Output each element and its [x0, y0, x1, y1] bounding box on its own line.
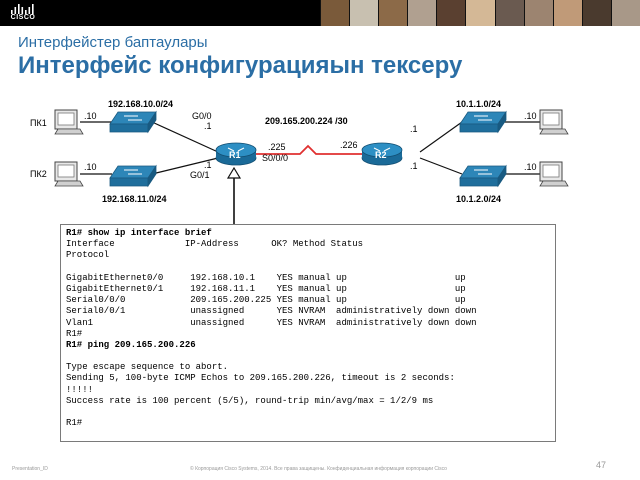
cli-terminal-output: R1# show ip interface brief Interface IP… [60, 224, 556, 442]
right-bottom-host-label: .10 [524, 162, 537, 172]
network-topology: ПК1 ПК2 192.168.10.0/24 192.168.11.0/24 … [30, 99, 569, 228]
header-banner: CISCO [0, 0, 640, 26]
slide-title: Интерфейс конфигурацияын тексеру [18, 52, 463, 79]
link-switch-r1-g00 [151, 121, 219, 153]
r1-wan-host-label: .225 [268, 142, 286, 152]
pc-icon[interactable] [54, 161, 84, 187]
terminal-line [66, 407, 550, 418]
net-wan-label: 209.165.200.224 /30 [265, 116, 348, 126]
g00-interface-label: G0/0 [192, 111, 212, 121]
g01-host-label: .1 [204, 160, 212, 170]
cisco-logo: CISCO [6, 3, 40, 23]
r2-bottom-host-label: .1 [410, 161, 418, 171]
header-photo-strip [320, 0, 640, 26]
pc-icon[interactable] [539, 109, 569, 135]
r2-wan-host-label: .226 [340, 140, 358, 150]
g01-interface-label: G0/1 [190, 170, 210, 180]
switch-icon[interactable] [459, 165, 507, 187]
terminal-line [66, 262, 550, 273]
cisco-bars-icon [11, 4, 34, 14]
footer-presentation-id: Presentation_ID [12, 466, 48, 472]
router1-label: R1 [229, 150, 241, 160]
switch-icon[interactable] [109, 165, 157, 187]
terminal-line: R1# show ip interface brief [66, 228, 212, 238]
terminal-line: !!!!! [66, 384, 94, 395]
net-left-top-label: 192.168.10.0/24 [108, 99, 173, 109]
terminal-line: R1# [66, 418, 83, 429]
router2-label: R2 [375, 150, 387, 160]
pc2-host-label: .10 [84, 162, 97, 172]
wan-serial-link [254, 144, 362, 155]
pc-icon[interactable] [539, 161, 569, 187]
pc1-host-label: .10 [84, 111, 97, 121]
pc1-label: ПК1 [30, 118, 47, 128]
net-right-bottom-label: 10.1.2.0/24 [456, 194, 501, 204]
terminal-line: Sending 5, 100-byte ICMP Echos to 209.16… [66, 373, 455, 384]
pc-icon[interactable] [54, 109, 84, 135]
terminal-line [66, 351, 550, 362]
r1-serial-label: S0/0/0 [262, 153, 288, 163]
slide-footer: Presentation_ID © Корпорация Cisco Syste… [0, 460, 640, 480]
link-r2-switch-bottom [419, 157, 463, 175]
terminal-line: GigabitEthernet0/0 192.168.10.1 YES manu… [66, 272, 466, 283]
terminal-line: Vlan1 unassigned YES NVRAM administrativ… [66, 317, 477, 328]
pc2-label: ПК2 [30, 169, 47, 179]
terminal-line: Type escape sequence to abort. [66, 362, 229, 373]
callout-arrowhead [226, 166, 242, 179]
net-right-top-label: 10.1.1.0/24 [456, 99, 501, 109]
terminal-line: Success rate is 100 percent (5/5), round… [66, 395, 434, 406]
switch-icon[interactable] [109, 111, 157, 133]
terminal-line: Serial0/0/0 209.165.200.225 YES manual u… [66, 295, 466, 306]
switch-icon[interactable] [459, 111, 507, 133]
terminal-line: GigabitEthernet0/1 192.168.11.1 YES manu… [66, 283, 466, 294]
link-switch-r1-g01 [151, 157, 219, 175]
terminal-line: Serial0/0/1 unassigned YES NVRAM adminis… [66, 306, 477, 317]
terminal-line: R1# ping 209.165.200.226 [66, 339, 196, 350]
g00-host-label: .1 [204, 121, 212, 131]
footer-copyright: © Корпорация Cisco Systems, 2014. Все пр… [190, 466, 447, 472]
brand-name: CISCO [10, 14, 36, 21]
terminal-line: Protocol [66, 250, 110, 261]
link-r2-switch-top [419, 121, 463, 153]
slide-subtitle: Интерфейстер баптаулары [18, 34, 208, 51]
r2-top-host-label: .1 [410, 124, 418, 134]
terminal-line: R1# [66, 328, 83, 339]
right-top-host-label: .10 [524, 111, 537, 121]
net-left-bottom-label: 192.168.11.0/24 [102, 194, 167, 204]
footer-page-number: 47 [596, 460, 607, 470]
terminal-line: Interface IP-Address OK? Method Status [66, 239, 364, 250]
